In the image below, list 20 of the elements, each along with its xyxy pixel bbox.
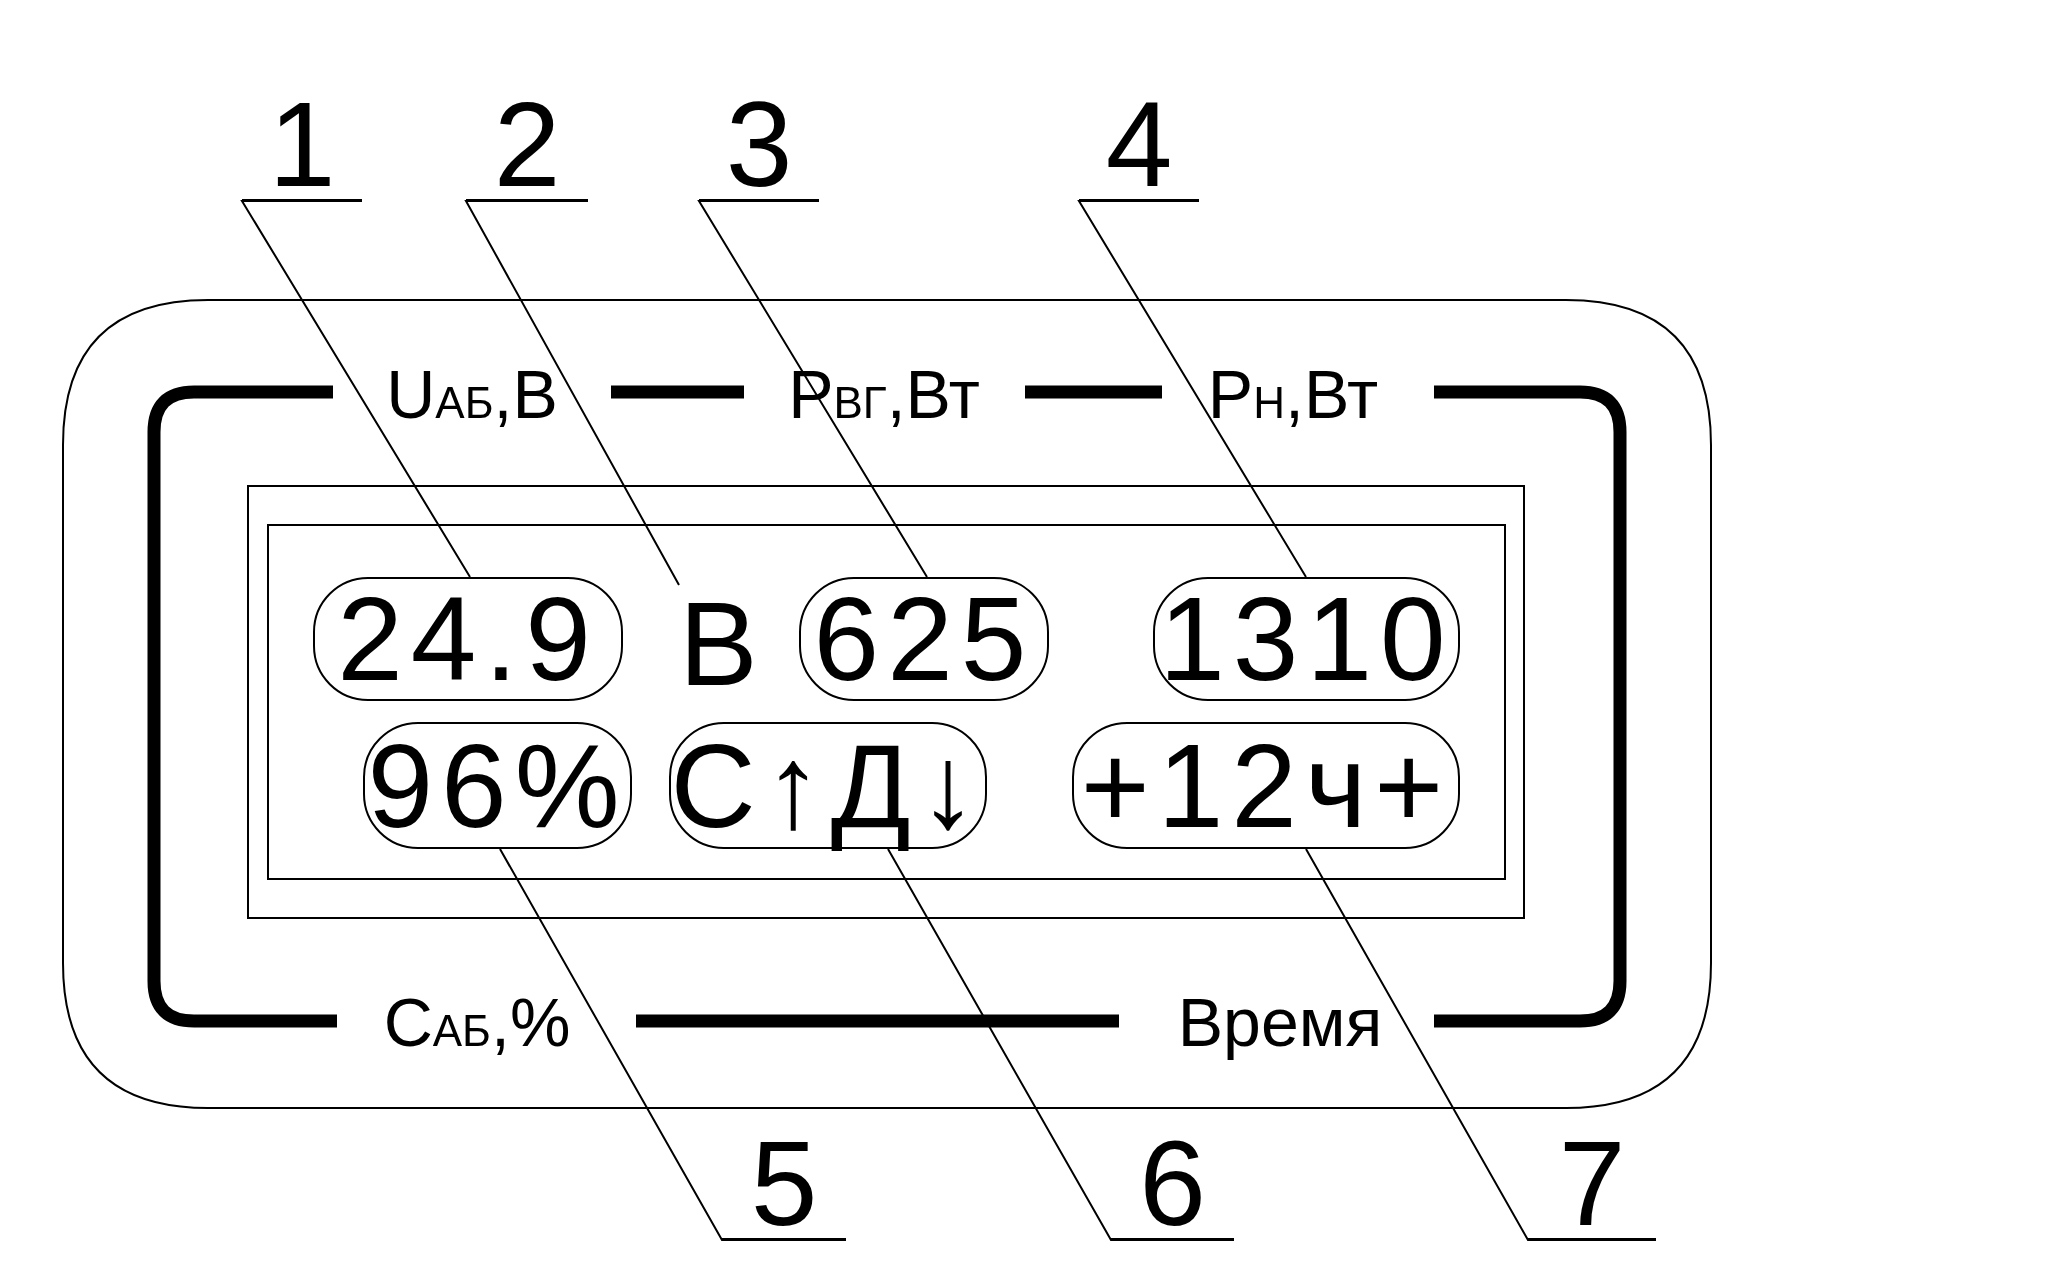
leader-line <box>1305 848 1657 1241</box>
display-value: С↑Д↓ <box>669 722 987 849</box>
display-value: 24.9 <box>313 577 623 701</box>
leader-line <box>464 200 680 586</box>
callout-number: 1 <box>242 89 362 201</box>
display-value: 96% <box>363 722 632 849</box>
callout-number: 4 <box>1079 89 1199 201</box>
display-value: 1310 <box>1153 577 1460 701</box>
leader-line <box>499 848 847 1241</box>
leader-line <box>1077 200 1307 578</box>
leader-line <box>697 200 928 578</box>
display-value: 625 <box>799 577 1049 701</box>
callout-number: 6 <box>1111 1128 1234 1240</box>
callout-number: 2 <box>466 89 588 201</box>
callout-number: 3 <box>699 89 819 201</box>
display-value: +12ч+ <box>1072 722 1460 849</box>
callout-number: 5 <box>722 1128 846 1240</box>
leader-line <box>887 848 1235 1241</box>
leader-line <box>240 200 471 578</box>
callout-number: 7 <box>1528 1128 1656 1240</box>
